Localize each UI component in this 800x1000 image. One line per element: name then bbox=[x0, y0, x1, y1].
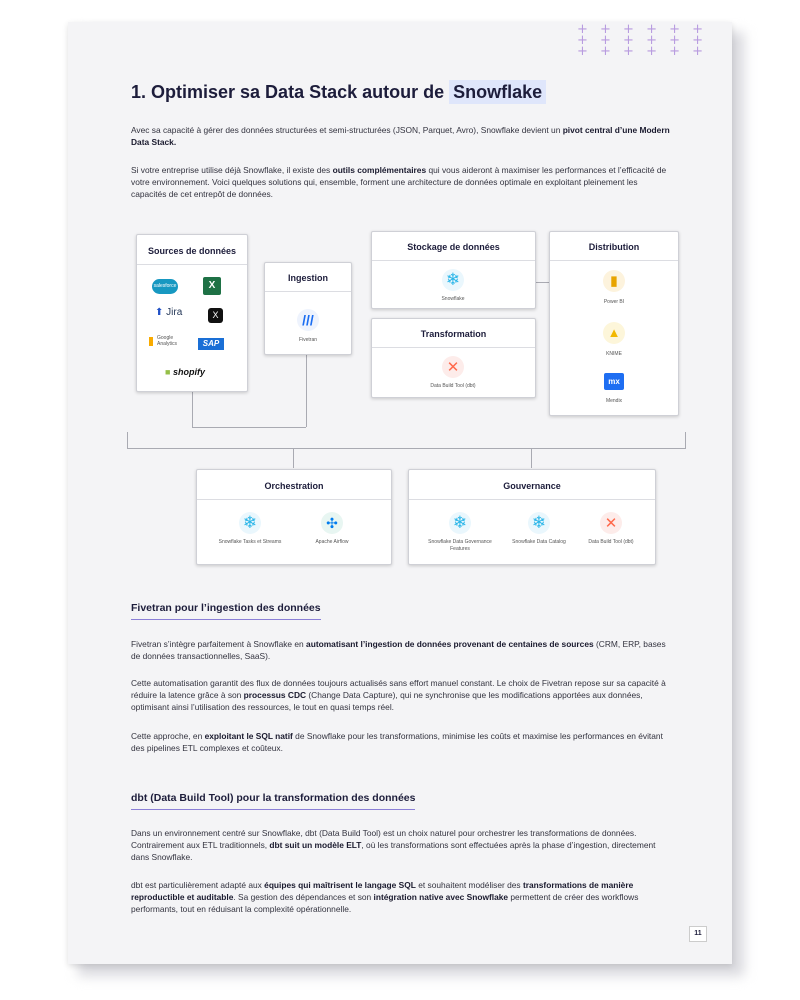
page-number: 11 bbox=[689, 926, 707, 942]
storage-box: Stockage de données ❄ Snowflake bbox=[371, 231, 536, 309]
sap-logo: SAP bbox=[198, 338, 224, 350]
fivetran-paragraph-2: Cette automatisation garantit des flux d… bbox=[131, 678, 666, 713]
shopify-logo: ■ shopify bbox=[165, 367, 205, 377]
governance-title: Gouvernance bbox=[409, 470, 655, 500]
jira-icon: ⬆ bbox=[155, 307, 164, 318]
snowflake-icon: ❄ bbox=[442, 269, 464, 291]
fivetran-label: Fivetran bbox=[298, 337, 318, 343]
power-bi-icon: ▮ bbox=[603, 270, 625, 292]
governance-features-label: Snowflake Data Governance Features bbox=[428, 539, 492, 552]
snowflake-label: Snowflake bbox=[441, 296, 465, 302]
ingestion-box: Ingestion /// Fivetran bbox=[264, 262, 352, 355]
ingestion-title: Ingestion bbox=[265, 263, 351, 292]
orchestration-box: Orchestration ❄ Snowflake Tasks et Strea… bbox=[196, 469, 392, 565]
data-catalog-label: Snowflake Data Catalog bbox=[512, 539, 566, 545]
snowflake-icon: ❄ bbox=[528, 512, 550, 534]
intro-paragraph-2: Si votre entreprise utilise déjà Snowfla… bbox=[131, 165, 667, 200]
connector bbox=[192, 427, 306, 428]
storage-title: Stockage de données bbox=[372, 232, 535, 261]
transformation-title: Transformation bbox=[372, 319, 535, 348]
airflow-label: Apache Airflow bbox=[315, 539, 349, 545]
dbt-paragraph-2: dbt est particulièrement adapté aux équi… bbox=[131, 880, 639, 915]
connector bbox=[293, 448, 294, 468]
google-analytics-logo: Google Analytics bbox=[157, 335, 178, 347]
salesforce-logo: salesforce bbox=[152, 279, 178, 294]
distribution-box: Distribution ▮ Power BI ▲ KNIME mx Mendi… bbox=[549, 231, 679, 416]
distribution-title: Distribution bbox=[550, 232, 678, 261]
connector bbox=[685, 432, 686, 448]
intro-paragraph-1: Avec sa capacité à gérer des données str… bbox=[131, 125, 670, 148]
x-logo: X bbox=[208, 308, 223, 323]
connector bbox=[192, 392, 193, 427]
knime-label: KNIME bbox=[606, 351, 622, 357]
dbt-icon: ✕ bbox=[600, 512, 622, 534]
connector bbox=[535, 282, 549, 283]
power-bi-label: Power BI bbox=[603, 299, 625, 305]
page-title: 1. Optimiser sa Data Stack autour de Sno… bbox=[131, 80, 547, 104]
analytics-icon bbox=[149, 337, 153, 346]
tasks-streams-label: Snowflake Tasks et Streams bbox=[218, 539, 282, 545]
plus-decoration: + + + + + ++ + + + + ++ + + + + + bbox=[577, 22, 708, 59]
fivetran-paragraph-1: Fivetran s’intègre parfaitement à Snowfl… bbox=[131, 639, 666, 662]
document-page: + + + + + ++ + + + + ++ + + + + + 1. Opt… bbox=[68, 22, 732, 964]
knime-icon: ▲ bbox=[603, 322, 625, 344]
jira-logo: ⬆ Jira bbox=[155, 307, 183, 318]
excel-icon: X bbox=[203, 277, 221, 295]
connector bbox=[127, 432, 128, 448]
fivetran-paragraph-3: Cette approche, en exploitant le SQL nat… bbox=[131, 731, 663, 754]
sources-title: Sources de données bbox=[137, 235, 247, 265]
connector bbox=[127, 448, 686, 449]
mendix-label: Mendix bbox=[605, 398, 623, 404]
transformation-box: Transformation ✕ Data Build Tool (dbt) bbox=[371, 318, 536, 398]
sources-box: Sources de données salesforce X ⬆ Jira X… bbox=[136, 234, 248, 392]
airflow-icon: ✣ bbox=[321, 512, 343, 534]
orchestration-title: Orchestration bbox=[197, 470, 391, 500]
dbt-paragraph-1: Dans un environnement centré sur Snowfla… bbox=[131, 828, 656, 863]
mendix-icon: mx bbox=[604, 373, 624, 390]
governance-box: Gouvernance ❄ Snowflake Data Governance … bbox=[408, 469, 656, 565]
dbt-icon: ✕ bbox=[442, 356, 464, 378]
fivetran-icon: /// bbox=[297, 309, 319, 331]
snowflake-icon: ❄ bbox=[449, 512, 471, 534]
shopify-icon: ■ bbox=[165, 367, 171, 377]
fivetran-heading: Fivetran pour l’ingestion des données bbox=[131, 602, 321, 620]
dbt-label: Data Build Tool (dbt) bbox=[588, 539, 634, 545]
connector bbox=[306, 349, 307, 427]
connector bbox=[531, 448, 532, 468]
dbt-label: Data Build Tool (dbt) bbox=[430, 383, 476, 389]
dbt-heading: dbt (Data Build Tool) pour la transforma… bbox=[131, 792, 416, 810]
snowflake-icon: ❄ bbox=[239, 512, 261, 534]
